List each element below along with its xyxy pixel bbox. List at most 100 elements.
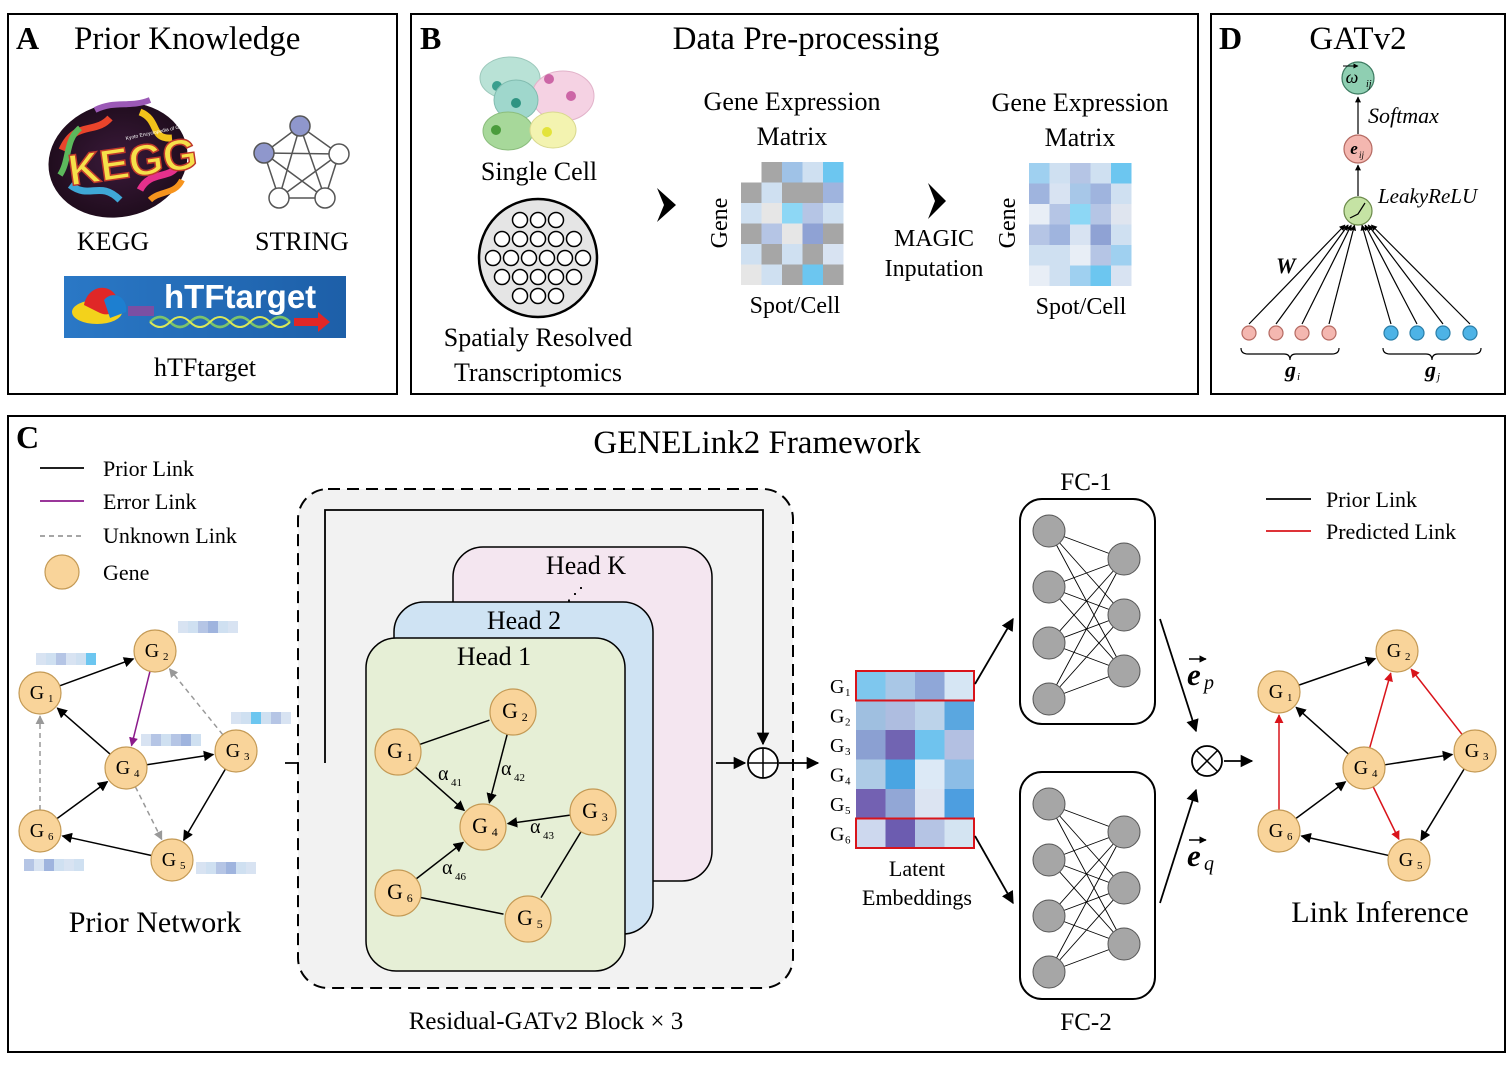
fc-connection [1048,614,1125,700]
input-nodes [1241,325,1478,341]
network-edge [419,719,490,746]
network-edge [61,832,152,857]
gj-subscript: j [1435,371,1440,383]
network-edge [540,831,582,899]
fan-line [1364,224,1418,325]
expression-bar [161,734,171,746]
magic-label-line1: MAGIC [894,226,974,252]
network-edge [486,734,508,804]
head-1-card [365,637,626,972]
network-edge [1420,768,1465,842]
legend-gene: Gene [103,560,149,585]
dish-well [538,249,556,267]
gene-node [18,671,62,715]
gene-node [569,788,617,836]
matrix-cell [741,244,762,265]
expression-bar [44,859,54,871]
dish-well [511,268,529,286]
matrix-cell [1111,245,1132,266]
fan-line [1275,224,1349,325]
expression-bar [74,859,84,871]
panel-c-title: GENELink2 Framework [593,425,921,461]
expression-bar [171,734,181,746]
matrix-cell [1070,183,1091,204]
matrix-cell [1090,204,1111,225]
latent-row-label: G [830,794,844,816]
latent-cell [944,818,974,848]
spatial-label-line1: Spatialy Resolved [444,323,632,352]
legend-prior-link: Prior Link [103,456,194,481]
expression-bar [271,712,281,724]
matrix1-title-line2: Matrix [757,122,828,151]
matrix-cell [1070,204,1091,225]
dish-well [547,230,565,248]
legend-error-link: Error Link [103,489,196,514]
expression-bar [206,862,216,874]
matrix-cell [782,264,803,285]
matrix-cell [1049,204,1070,225]
gene-label: G [116,757,130,779]
matrix2-x-label: Spot/Cell [1036,294,1127,320]
latent-cell [915,759,945,789]
matrix-cell [782,182,803,203]
matrix-cell [741,203,762,224]
dish-well [529,268,547,286]
latent-cell [885,789,915,819]
fc-connection [1048,831,1125,973]
predicted-edge [1368,672,1393,748]
legend-right-prior-link: Prior Link [1326,487,1417,512]
gene-subscript: 3 [1483,751,1489,763]
single-cell-icon [479,56,595,151]
dish-well [520,249,538,267]
latent-label-line2: Embeddings [862,885,972,910]
gene-node [1387,838,1431,882]
gene-node [214,729,258,773]
dish-well [511,230,529,248]
matrix-cell [1090,224,1111,245]
latent-cell [944,730,974,760]
fan-line [1248,224,1346,325]
expression-bar [246,862,256,874]
expression-bar [218,621,228,633]
panel-c: C GENELink2 Framework Prior Link Error L… [7,415,1506,1053]
gene-subscript: 6 [48,831,54,843]
gene-subscript: 4 [1372,768,1378,780]
leakyrelu-label: LeakyReLU [1377,184,1479,208]
gene-node [459,803,507,851]
dish-well [529,230,547,248]
network-edge [182,768,227,842]
expression-bar [196,862,206,874]
fc-neuron [1032,682,1066,716]
gatv2-fan-lines [1248,224,1471,325]
matrix-cell [1070,245,1091,266]
matrix-cell [1070,163,1091,184]
fc-neuron [1032,514,1066,548]
legend-left: Prior Link Error Link Unknown Link Gene [40,456,237,590]
network-edge [506,814,571,828]
dish-well [547,211,565,229]
matrix-cell [761,223,782,244]
expression-bar [56,653,66,665]
gene-label: G [582,799,598,823]
matrix-cell [741,223,762,244]
latent-highlight-g6 [855,817,975,849]
matrix-cell [761,203,782,224]
matrix-cell [1049,163,1070,184]
matrix-cell [823,182,844,203]
expression-matrix-imputed [1029,163,1132,286]
prior-network-label: Prior Network [69,906,241,939]
latent-cell [885,700,915,730]
matrix-cell [823,223,844,244]
matrix-cell [802,203,823,224]
attention-weight-subscript: 42 [514,772,525,784]
expression-bar [24,859,34,871]
gene-subscript: 1 [48,693,53,705]
ellipsis-vertical: ⋰ [566,584,584,604]
dish-well [574,249,592,267]
matrix-cell [761,264,782,285]
kegg-label: KEGG [77,227,149,256]
gene-subscript: 6 [407,891,413,905]
gene-label: G [30,682,44,704]
